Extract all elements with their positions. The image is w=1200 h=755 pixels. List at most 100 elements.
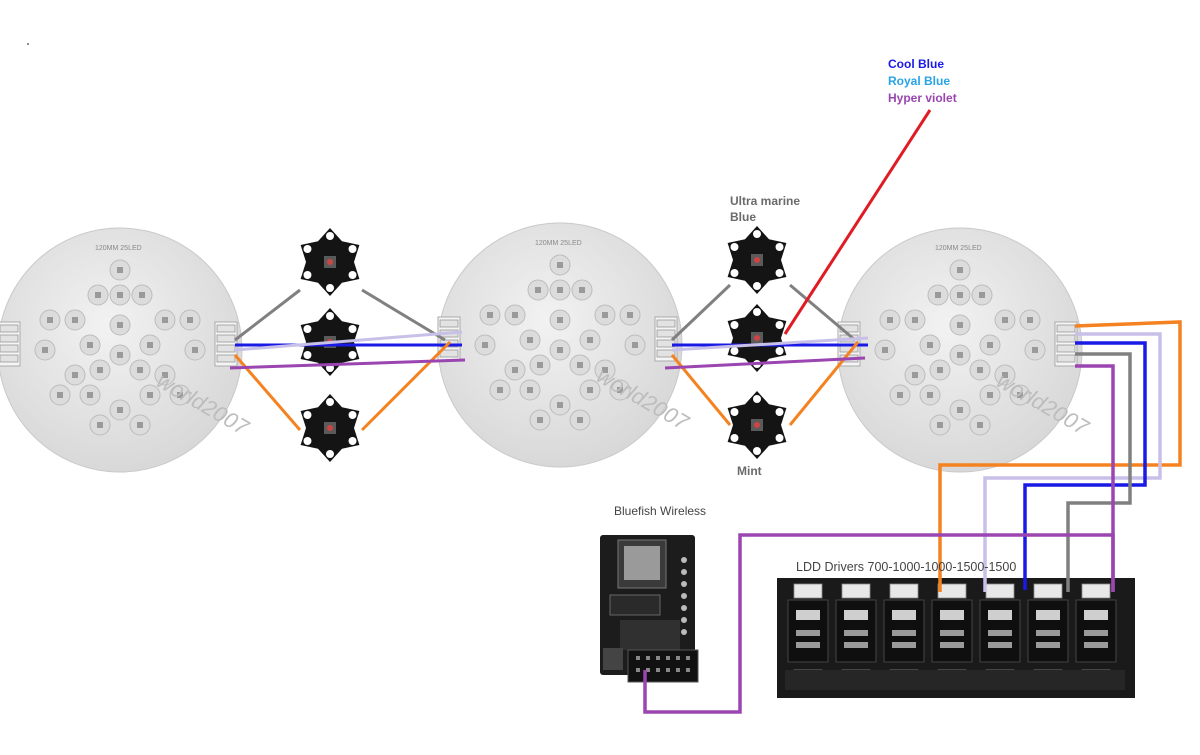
led-footprint xyxy=(549,309,571,331)
wires-board2-board3 xyxy=(664,283,869,426)
led-footprint xyxy=(49,384,71,406)
led-footprint xyxy=(889,384,911,406)
led-footprint xyxy=(929,359,951,381)
wire-orange xyxy=(788,341,860,426)
wire-lavender xyxy=(983,332,1162,592)
led-footprint xyxy=(529,354,551,376)
led-footprint xyxy=(594,304,616,326)
led-footprint xyxy=(571,279,593,301)
led-footprint xyxy=(1024,339,1046,361)
legend-cool-blue: Cool Blue xyxy=(888,57,944,71)
wire-lavender xyxy=(671,336,869,352)
wire-orange xyxy=(938,320,1182,592)
led-footprint xyxy=(109,399,131,421)
board-connector xyxy=(654,316,678,362)
led-footprint xyxy=(919,384,941,406)
star-led xyxy=(727,226,787,294)
wire-violet xyxy=(1075,364,1115,592)
wire-gray xyxy=(234,288,301,342)
ldd-driver-module xyxy=(835,583,877,685)
led-footprint xyxy=(474,334,496,356)
led-footprint xyxy=(549,394,571,416)
led-footprint xyxy=(64,309,86,331)
board-connector xyxy=(1054,321,1078,367)
led-footprint xyxy=(904,309,926,331)
led-footprint xyxy=(519,329,541,351)
wire-lavender xyxy=(234,330,463,352)
wire-gray xyxy=(1066,352,1132,592)
led-footprint xyxy=(879,309,901,331)
led-footprint xyxy=(529,409,551,431)
led-footprint xyxy=(579,329,601,351)
board-title: 120MM 25LED xyxy=(935,245,982,252)
led-footprint xyxy=(569,354,591,376)
led-footprint xyxy=(109,259,131,281)
led-footprint xyxy=(624,334,646,356)
label-bluefish: Bluefish Wireless xyxy=(614,504,706,518)
led-footprint xyxy=(619,304,641,326)
led-footprint xyxy=(504,359,526,381)
led-footprint xyxy=(979,384,1001,406)
bluefish-wireless-board xyxy=(600,535,699,683)
led-footprint xyxy=(64,364,86,386)
star-led xyxy=(300,394,360,462)
led-footprint xyxy=(949,344,971,366)
led-footprint xyxy=(519,379,541,401)
wire-violet xyxy=(664,356,866,370)
led-footprint xyxy=(609,379,631,401)
wire-gray xyxy=(789,283,856,342)
wire-gray xyxy=(361,288,446,342)
led-footprint xyxy=(179,309,201,331)
label-ultra-marine-blue: Blue xyxy=(730,210,756,224)
led-footprint xyxy=(1009,384,1031,406)
led-footprint xyxy=(34,339,56,361)
led-footprint xyxy=(154,364,176,386)
led-footprint xyxy=(971,284,993,306)
led-footprint xyxy=(929,414,951,436)
stray-dot xyxy=(27,43,29,45)
led-footprint xyxy=(109,344,131,366)
led-footprint xyxy=(579,379,601,401)
led-footprint xyxy=(549,254,571,276)
led-footprint xyxy=(184,339,206,361)
led-footprint xyxy=(131,284,153,306)
led-footprint xyxy=(79,384,101,406)
led-footprint xyxy=(129,414,151,436)
board-connector xyxy=(214,321,238,367)
led-footprint xyxy=(89,414,111,436)
led-footprint xyxy=(927,284,949,306)
led-footprint xyxy=(594,359,616,381)
led-footprint xyxy=(89,359,111,381)
led-footprint xyxy=(949,259,971,281)
led-footprint xyxy=(154,309,176,331)
led-footprint xyxy=(549,279,571,301)
led-footprint xyxy=(949,399,971,421)
led-footprint xyxy=(39,309,61,331)
led-footprint xyxy=(969,414,991,436)
led-footprint xyxy=(109,284,131,306)
board-connector xyxy=(0,321,21,367)
led-footprint xyxy=(169,384,191,406)
led-footprint xyxy=(139,334,161,356)
led-footprint xyxy=(874,339,896,361)
led-footprint xyxy=(479,304,501,326)
led-footprint xyxy=(979,334,1001,356)
star-led xyxy=(727,391,787,459)
led-footprint xyxy=(994,309,1016,331)
led-footprint xyxy=(79,334,101,356)
wires-board1-board2 xyxy=(229,288,466,432)
led-footprint xyxy=(527,279,549,301)
led-footprint xyxy=(1019,309,1041,331)
wire-gray xyxy=(670,283,732,342)
driver-wires xyxy=(643,320,1182,714)
led-footprint xyxy=(969,359,991,381)
led-footprint xyxy=(904,364,926,386)
label-ultra-marine: Ultra marine xyxy=(730,194,800,208)
led-footprint xyxy=(569,409,591,431)
legend-royal-blue: Royal Blue xyxy=(888,74,950,88)
board-title: 120MM 25LED xyxy=(535,240,582,247)
